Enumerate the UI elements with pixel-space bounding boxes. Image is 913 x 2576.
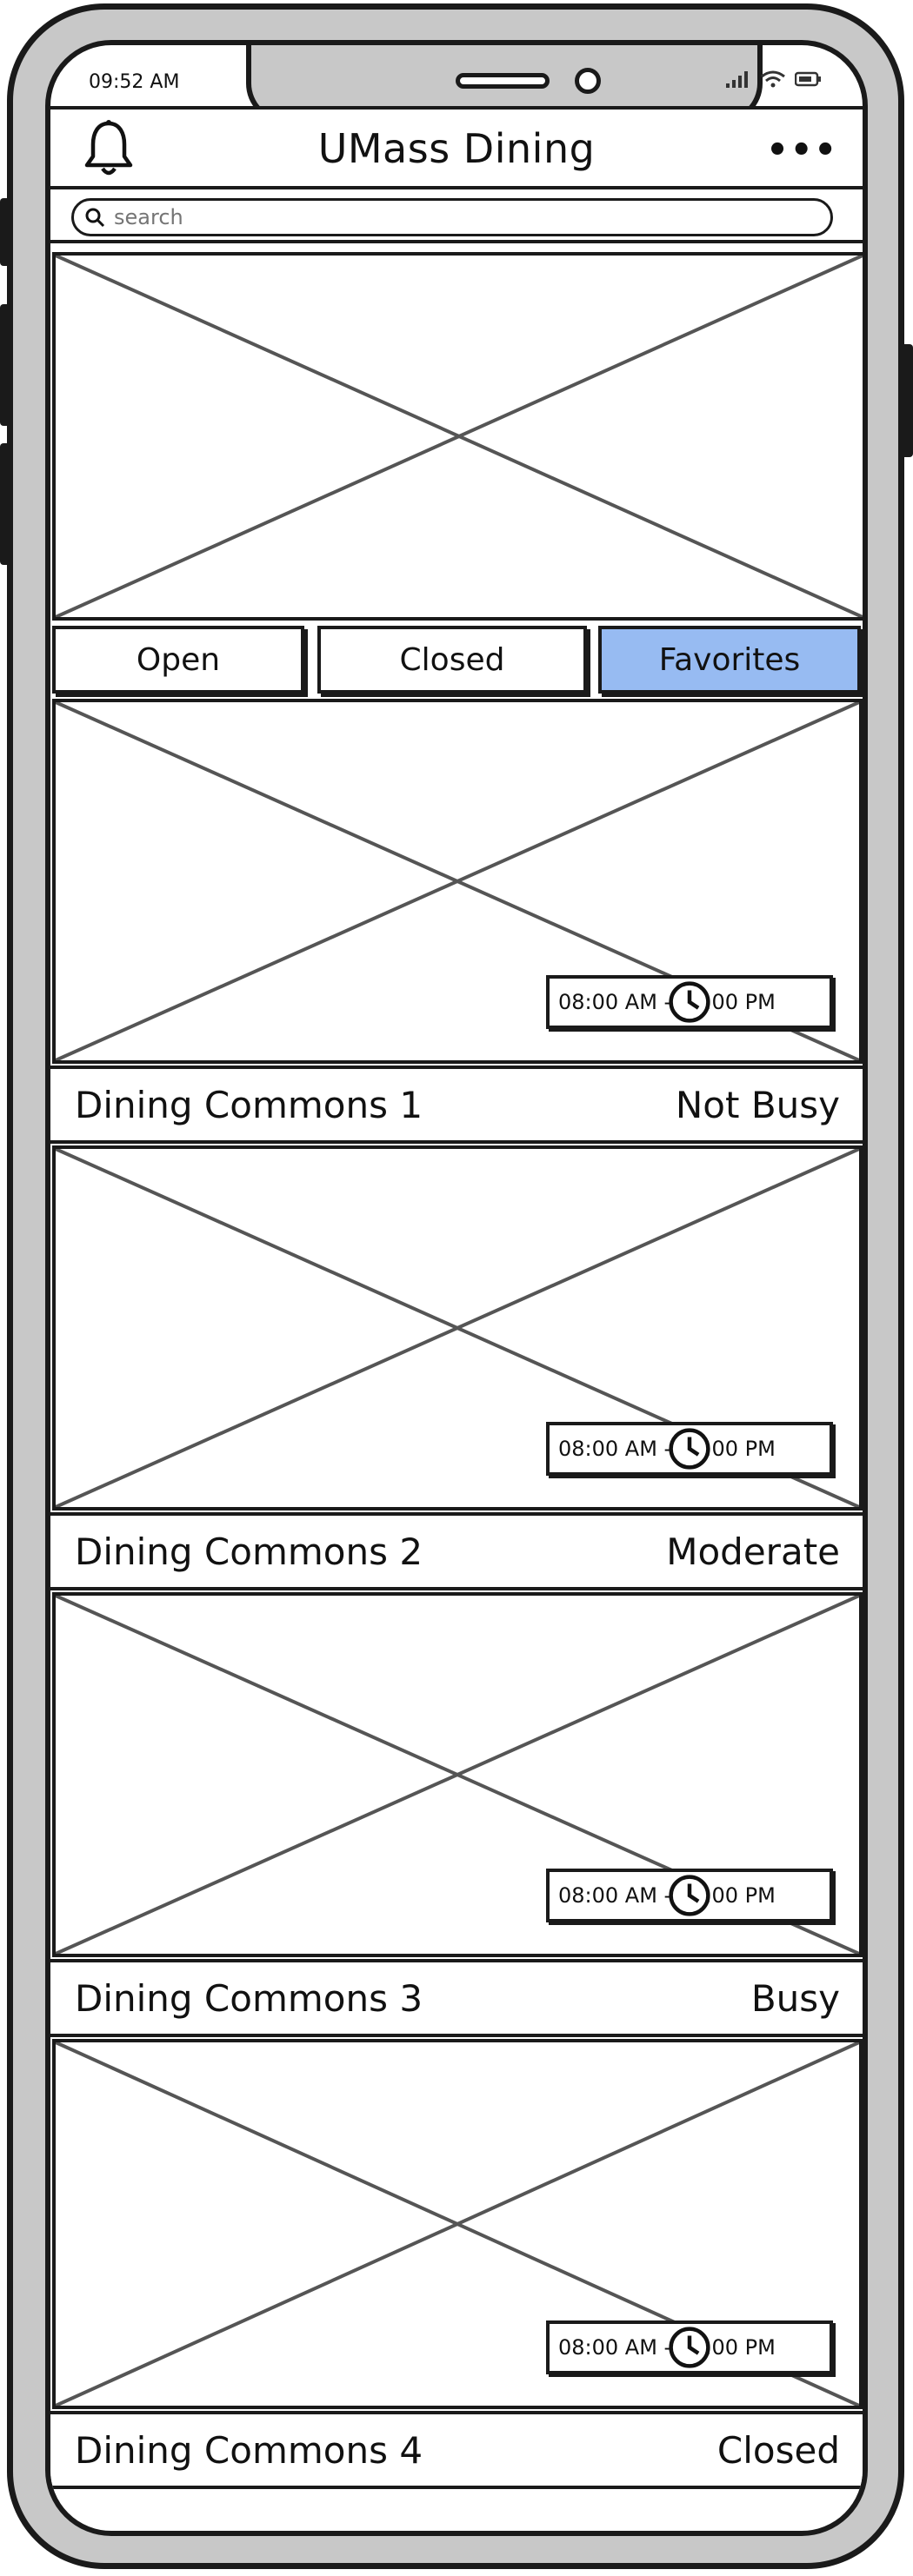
dining-commons-card[interactable]: 08:00 AM - 10:00 PM Dining Commons 1 Not… (50, 695, 863, 1144)
dining-commons-info-row: Dining Commons 4 Closed (50, 2411, 863, 2489)
tab-open[interactable]: Open (52, 626, 304, 694)
dining-commons-name: Dining Commons 4 (75, 2428, 423, 2472)
camera (575, 68, 601, 94)
busyness-status: Busy (750, 1976, 840, 2020)
phone-power-button (901, 344, 913, 457)
clock-icon (669, 981, 710, 1023)
hours-badge: 08:00 AM - 10:00 PM (546, 1422, 833, 1476)
busyness-status: Moderate (666, 1530, 840, 1573)
busyness-status: Closed (716, 2428, 840, 2472)
speaker (456, 73, 550, 89)
page-title: UMass Dining (317, 125, 596, 172)
image-placeholder-cross-icon (56, 256, 863, 617)
signal-icon (726, 71, 748, 88)
dining-commons-name: Dining Commons 2 (75, 1530, 423, 1573)
dining-commons-info-row: Dining Commons 2 Moderate (50, 1512, 863, 1590)
tab-closed[interactable]: Closed (317, 626, 587, 694)
hours-text: 08:00 AM - 10:00 PM (558, 1437, 776, 1461)
dining-commons-info-row: Dining Commons 1 Not Busy (50, 1066, 863, 1144)
hours-text: 08:00 AM - 10:00 PM (558, 990, 776, 1014)
search-bar (50, 193, 863, 243)
search-icon (85, 208, 105, 228)
clock-icon (669, 1875, 710, 1916)
dining-commons-card[interactable]: 08:00 AM - 10:00 PM Dining Commons 3 Bus… (50, 1589, 863, 2037)
dining-commons-image-placeholder: 08:00 AM - 10:00 PM (52, 2039, 863, 2409)
hero-image-placeholder (52, 252, 863, 621)
dining-commons-name: Dining Commons 1 (75, 1083, 423, 1126)
battery-icon (795, 71, 821, 87)
phone-side-button (0, 198, 12, 266)
dining-commons-card[interactable]: 08:00 AM - 10:00 PM Dining Commons 4 Clo… (50, 2035, 863, 2489)
tab-favorites[interactable]: Favorites (598, 626, 861, 694)
phone-volume-down-button (0, 443, 12, 565)
hours-badge: 08:00 AM - 10:00 PM (546, 1869, 833, 1922)
dining-commons-image-placeholder: 08:00 AM - 10:00 PM (52, 699, 863, 1064)
dining-commons-info-row: Dining Commons 3 Busy (50, 1959, 863, 2037)
filter-tabs: Open Closed Favorites (50, 626, 863, 695)
notification-bell-icon[interactable] (82, 118, 136, 181)
hours-badge: 08:00 AM - 10:00 PM (546, 975, 833, 1029)
clock-icon (669, 1428, 710, 1470)
hours-text: 08:00 AM - 10:00 PM (558, 2335, 776, 2360)
app-header: UMass Dining ••• (50, 106, 863, 189)
wifi-icon (761, 70, 785, 88)
dining-commons-image-placeholder: 08:00 AM - 10:00 PM (52, 1145, 863, 1510)
dining-commons-name: Dining Commons 3 (75, 1976, 423, 2020)
more-options-button[interactable]: ••• (766, 130, 838, 170)
hours-text: 08:00 AM - 10:00 PM (558, 1883, 776, 1908)
status-time: 09:52 AM (89, 71, 180, 93)
dining-commons-card[interactable]: 08:00 AM - 10:00 PM Dining Commons 2 Mod… (50, 1142, 863, 1590)
status-icons (725, 70, 823, 89)
busyness-status: Not Busy (675, 1083, 840, 1126)
phone-volume-up-button (0, 304, 12, 426)
phone-screen: 09:52 AM UMass Dining ••• (45, 40, 868, 2536)
clock-icon (669, 2327, 710, 2368)
search-input[interactable] (112, 204, 794, 230)
hours-badge: 08:00 AM - 10:00 PM (546, 2320, 833, 2374)
dining-commons-image-placeholder: 08:00 AM - 10:00 PM (52, 1592, 863, 1957)
search-box (71, 198, 833, 236)
